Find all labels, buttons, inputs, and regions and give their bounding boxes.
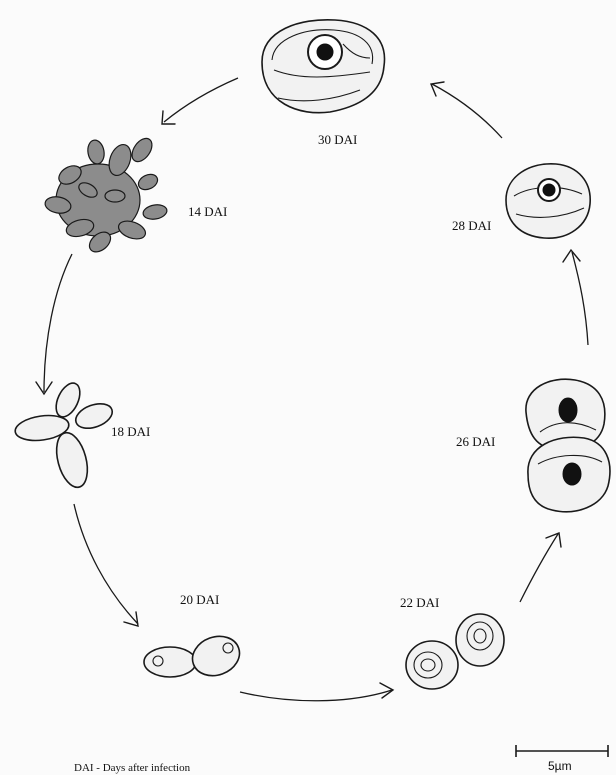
cycle-arrow-18-to-20 <box>74 504 138 626</box>
stage-18-cell <box>14 379 116 490</box>
cycle-arrow-26-to-28 <box>563 250 588 345</box>
scale-bar <box>516 745 608 757</box>
stage-18-label: 18 DAI <box>111 424 150 439</box>
cycle-arrow-28-to-30 <box>431 82 502 138</box>
stage-20-cell <box>144 630 245 682</box>
cycle-arrow-30-to-14 <box>162 78 238 124</box>
stage-28-label: 28 DAI <box>452 218 491 233</box>
cycle-arrow-14-to-18 <box>36 254 72 394</box>
cycle-arrow-20-to-22 <box>240 683 393 701</box>
stage-14-cell-cluster <box>44 135 168 256</box>
stage-22-cell <box>406 614 504 689</box>
stage-22-label: 22 DAI <box>400 595 439 610</box>
stage-20-label: 20 DAI <box>180 592 219 607</box>
stage-26-cell <box>526 379 610 511</box>
stage-30-label: 30 DAI <box>318 132 357 147</box>
cycle-arrow-22-to-26 <box>520 533 561 602</box>
stage-28-cell <box>506 164 590 238</box>
stage-30-cell <box>262 20 385 113</box>
stage-26-label: 26 DAI <box>456 434 495 449</box>
stage-14-label: 14 DAI <box>188 204 227 219</box>
legend-text: DAI - Days after infection <box>74 762 191 774</box>
scale-bar-label: 5µm <box>548 759 572 773</box>
